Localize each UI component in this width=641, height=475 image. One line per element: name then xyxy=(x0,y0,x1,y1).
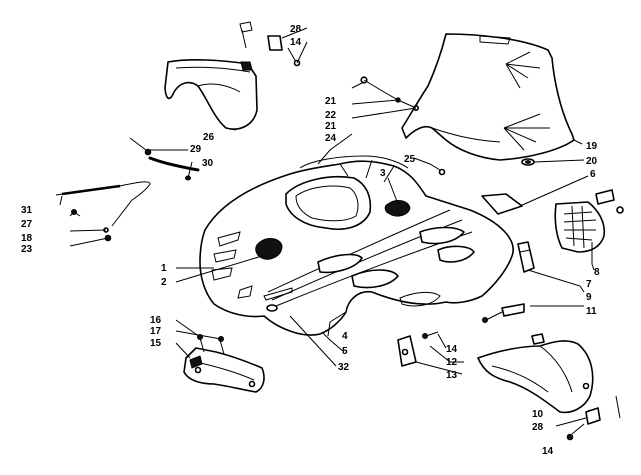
part-cable-assembly xyxy=(55,137,200,242)
callout-28-bottom: 28 xyxy=(532,422,544,433)
callout-16: 16 xyxy=(150,315,162,326)
callout-labels: 28 14 26 29 30 31 27 18 23 21 22 21 24 2… xyxy=(21,24,600,457)
callout-21-b: 21 xyxy=(325,121,337,132)
callout-14-mid: 14 xyxy=(446,344,458,355)
callout-26: 26 xyxy=(203,132,215,143)
callout-24: 24 xyxy=(325,133,337,144)
callout-23: 23 xyxy=(21,244,33,255)
callout-21-a: 21 xyxy=(325,96,337,107)
callout-30: 30 xyxy=(202,158,214,169)
callout-10: 10 xyxy=(532,409,544,420)
callout-27: 27 xyxy=(21,219,33,230)
part-hardware-21-22 xyxy=(360,76,419,112)
part-belly-pan xyxy=(477,333,594,414)
part-bracket-9 xyxy=(517,241,535,273)
callout-14-top: 14 xyxy=(290,37,302,48)
callout-17: 17 xyxy=(150,326,162,337)
part-screw-14-top xyxy=(287,47,301,67)
part-hood xyxy=(199,155,514,336)
callout-25: 25 xyxy=(404,154,416,165)
callout-4: 4 xyxy=(342,331,348,342)
part-screw-14-bottom xyxy=(566,423,585,441)
callout-19: 19 xyxy=(586,141,598,152)
callout-1: 1 xyxy=(161,263,167,274)
callout-29: 29 xyxy=(190,144,202,155)
part-bracket-13 xyxy=(397,331,439,367)
callout-11: 11 xyxy=(586,306,597,317)
callout-14-bottom: 14 xyxy=(542,446,554,457)
part-side-panel xyxy=(554,189,624,253)
callout-32: 32 xyxy=(338,362,350,373)
leader-lines xyxy=(59,27,595,427)
callout-2: 2 xyxy=(161,277,167,288)
callout-6: 6 xyxy=(590,169,596,180)
callout-15: 15 xyxy=(150,338,162,349)
callout-3: 3 xyxy=(380,168,386,179)
callout-12: 12 xyxy=(446,357,458,368)
callout-28-top: 28 xyxy=(290,24,302,35)
part-decal-6 xyxy=(481,193,523,215)
callout-13: 13 xyxy=(446,370,458,381)
callout-22: 22 xyxy=(325,110,337,121)
part-screw-11 xyxy=(482,303,525,323)
part-clip-28-bottom xyxy=(585,395,621,425)
callout-7: 7 xyxy=(586,279,592,290)
callout-9: 9 xyxy=(586,292,592,303)
callout-5: 5 xyxy=(342,346,348,357)
callout-31: 31 xyxy=(21,205,33,216)
part-clip-28-top xyxy=(239,21,283,51)
part-front-bumper xyxy=(183,334,265,393)
part-headlight-cover xyxy=(164,59,258,130)
callout-18: 18 xyxy=(21,233,33,244)
callout-8: 8 xyxy=(594,267,600,278)
part-grommet-20 xyxy=(521,158,535,166)
callout-20: 20 xyxy=(586,156,598,167)
part-windshield xyxy=(401,33,575,161)
